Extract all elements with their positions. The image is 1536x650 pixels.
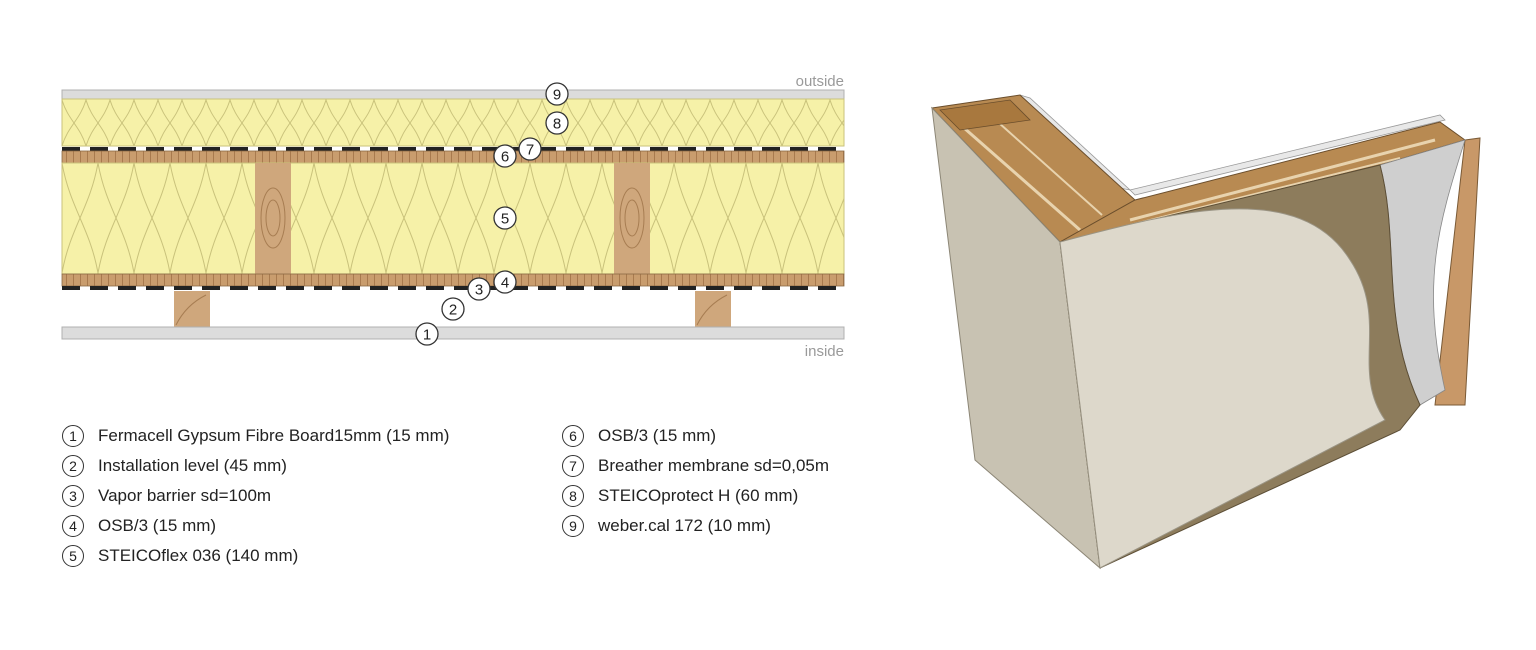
legend-label: Vapor barrier sd=100m [98, 486, 272, 505]
wall-cross-section: outside inside 9 8 7 6 5 4 3 2 1 [61, 73, 845, 360]
svg-text:9: 9 [553, 87, 561, 104]
legend-number: 4 [62, 515, 84, 537]
legend-item: 7 Breather membrane sd=0,05m [562, 451, 829, 481]
legend-item: 9 weber.cal 172 (10 mm) [562, 511, 829, 541]
callout-7: 7 [518, 137, 542, 161]
legend-number: 3 [62, 485, 84, 507]
wall-corner-3d-view [930, 94, 1481, 570]
svg-text:7: 7 [526, 142, 534, 159]
legend-right: 6 OSB/3 (15 mm) 7 Breather membrane sd=0,0… [562, 421, 829, 541]
legend-item: 5 STEICOflex 036 (140 mm) [62, 541, 449, 571]
callout-5: 5 [493, 206, 517, 230]
legend-number: 2 [62, 455, 84, 477]
layer-7-membrane [62, 147, 844, 151]
legend-number: 1 [62, 425, 84, 447]
outside-label: outside [796, 73, 844, 90]
installation-batten [174, 291, 210, 327]
legend-label: Fermacell Gypsum Fibre Board15mm (15 mm) [98, 426, 450, 445]
svg-text:8: 8 [553, 116, 561, 133]
callout-2: 2 [441, 297, 465, 321]
legend-number: 6 [562, 425, 584, 447]
legend-item: 1 Fermacell Gypsum Fibre Board15mm (15 mm… [62, 421, 449, 451]
legend-label: Breather membrane sd=0,05m [598, 456, 830, 475]
inside-label: inside [805, 343, 844, 360]
legend-label: OSB/3 (15 mm) [598, 426, 717, 445]
layer-3-vapor-barrier [62, 286, 844, 290]
legend-item: 3 Vapor barrier sd=100m [62, 481, 449, 511]
legend-number: 8 [562, 485, 584, 507]
legend-label: Installation level (45 mm) [98, 456, 287, 475]
svg-text:3: 3 [475, 282, 483, 299]
svg-text:5: 5 [501, 211, 509, 228]
layer-1-gypsum-board [61, 326, 845, 340]
legend-item: 6 OSB/3 (15 mm) [562, 421, 829, 451]
layer-4-osb [61, 273, 845, 287]
legend-label: STEICOprotect H (60 mm) [598, 486, 799, 505]
legend-item: 8 STEICOprotect H (60 mm) [562, 481, 829, 511]
callout-1: 1 [415, 322, 439, 346]
legend-label: STEICOflex 036 (140 mm) [98, 546, 299, 565]
layer-9-plaster [61, 89, 845, 100]
installation-batten [695, 291, 731, 327]
fibre-board-end [1434, 137, 1481, 406]
corner-post [939, 99, 1031, 131]
wall-face-right [1059, 208, 1386, 569]
callout-6: 6 [493, 144, 517, 168]
layer-6-osb [61, 150, 845, 164]
svg-text:2: 2 [449, 302, 457, 319]
callout-9: 9 [545, 82, 569, 106]
legend-left: 1 Fermacell Gypsum Fibre Board15mm (15 mm… [62, 421, 449, 571]
legend-item: 4 OSB/3 (15 mm) [62, 511, 449, 541]
legend-item: 2 Installation level (45 mm) [62, 451, 449, 481]
timber-stud [614, 163, 650, 274]
svg-text:4: 4 [501, 275, 509, 292]
legend-label: weber.cal 172 (10 mm) [598, 516, 771, 535]
callout-4: 4 [493, 270, 517, 294]
legend-number: 9 [562, 515, 584, 537]
svg-text:6: 6 [501, 149, 509, 166]
callout-8: 8 [545, 111, 569, 135]
timber-stud [255, 163, 291, 274]
legend-label: OSB/3 (15 mm) [98, 516, 217, 535]
outer-plaster-right [1129, 114, 1446, 196]
legend-number: 5 [62, 545, 84, 567]
callout-3: 3 [467, 277, 491, 301]
svg-text:1: 1 [423, 327, 431, 344]
legend-number: 7 [562, 455, 584, 477]
